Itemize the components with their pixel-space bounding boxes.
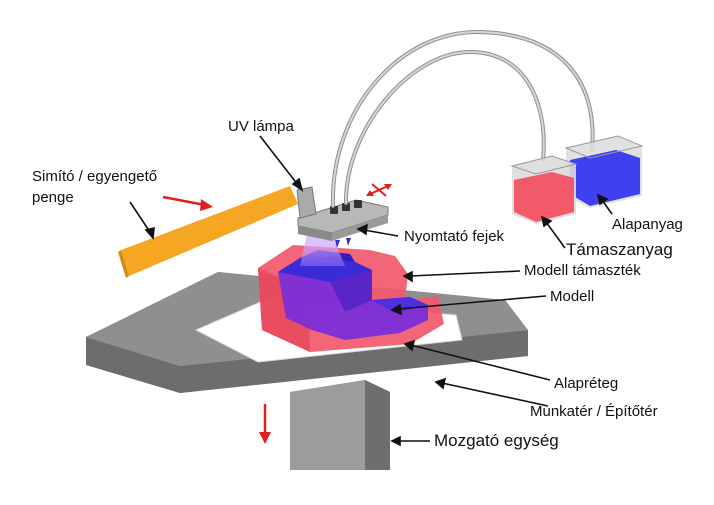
print-heads-label: Nyomtató fejek (404, 228, 505, 245)
blade-label-line1: Simító / egyengető (32, 168, 158, 185)
leader-lines (129, 135, 613, 447)
base-layer-label: Alapréteg (554, 375, 619, 392)
base-material-label: Alapanyag (612, 216, 683, 233)
uv-lamp (296, 186, 317, 219)
model-label: Modell (550, 288, 595, 305)
blade-label-line2: penge (32, 189, 74, 206)
motion-unit-label: Mozgató egység (434, 431, 559, 450)
support-material-container (510, 155, 578, 224)
feed-tubes (330, 29, 595, 208)
blade-motion-arrow (162, 195, 213, 211)
motion-unit (290, 380, 390, 470)
xy-motion-icon (366, 183, 392, 197)
base-material-container (564, 135, 644, 208)
vertical-motion-arrow (259, 404, 271, 444)
leveling-blade (118, 186, 298, 278)
model-support-label: Modell támaszték (524, 262, 641, 279)
workspace-label: Munkatér / Építőtér (530, 403, 658, 420)
support-material-label: Támaszanyag (566, 240, 673, 259)
uv-lamp-label: UV lámpa (228, 118, 294, 135)
